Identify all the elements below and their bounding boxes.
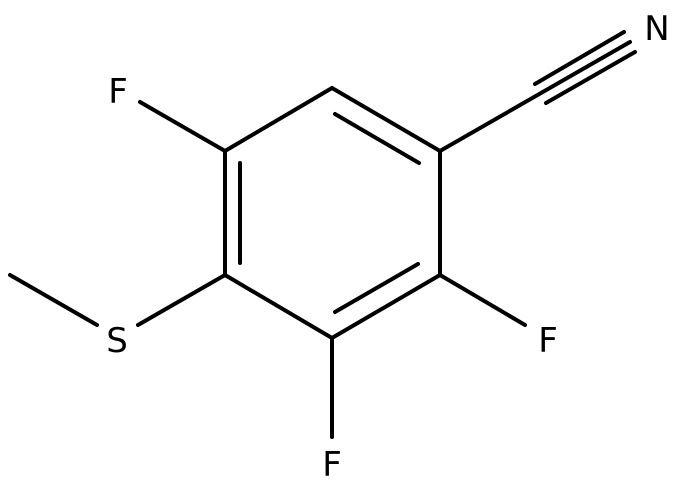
ring-bond-c6-c1 [223,86,334,153]
ring-bond-c1-c2 [330,86,442,153]
fluorine-right-label: F [538,321,558,361]
nitrogen-label: N [644,9,669,49]
ring-double-bond-inner-lower-right [333,262,420,314]
bond-c-f-right [438,273,527,327]
fluorine-bottom-label: F [322,445,342,485]
nitrile-bond-lower [544,50,637,105]
ring-bond-c4-c5 [223,273,334,340]
fluorine-top-label: F [108,72,128,112]
bond-c-s [136,273,227,327]
bond-c-f-top [138,100,227,153]
ring-double-bond-inner-top [333,112,421,165]
bond-s-methyl [8,273,99,327]
ring-bond-c3-c4 [330,273,442,340]
nitrile-bond-center [438,40,632,153]
nitrile-bond-upper [533,30,626,86]
sulfur-label: S [106,321,128,361]
